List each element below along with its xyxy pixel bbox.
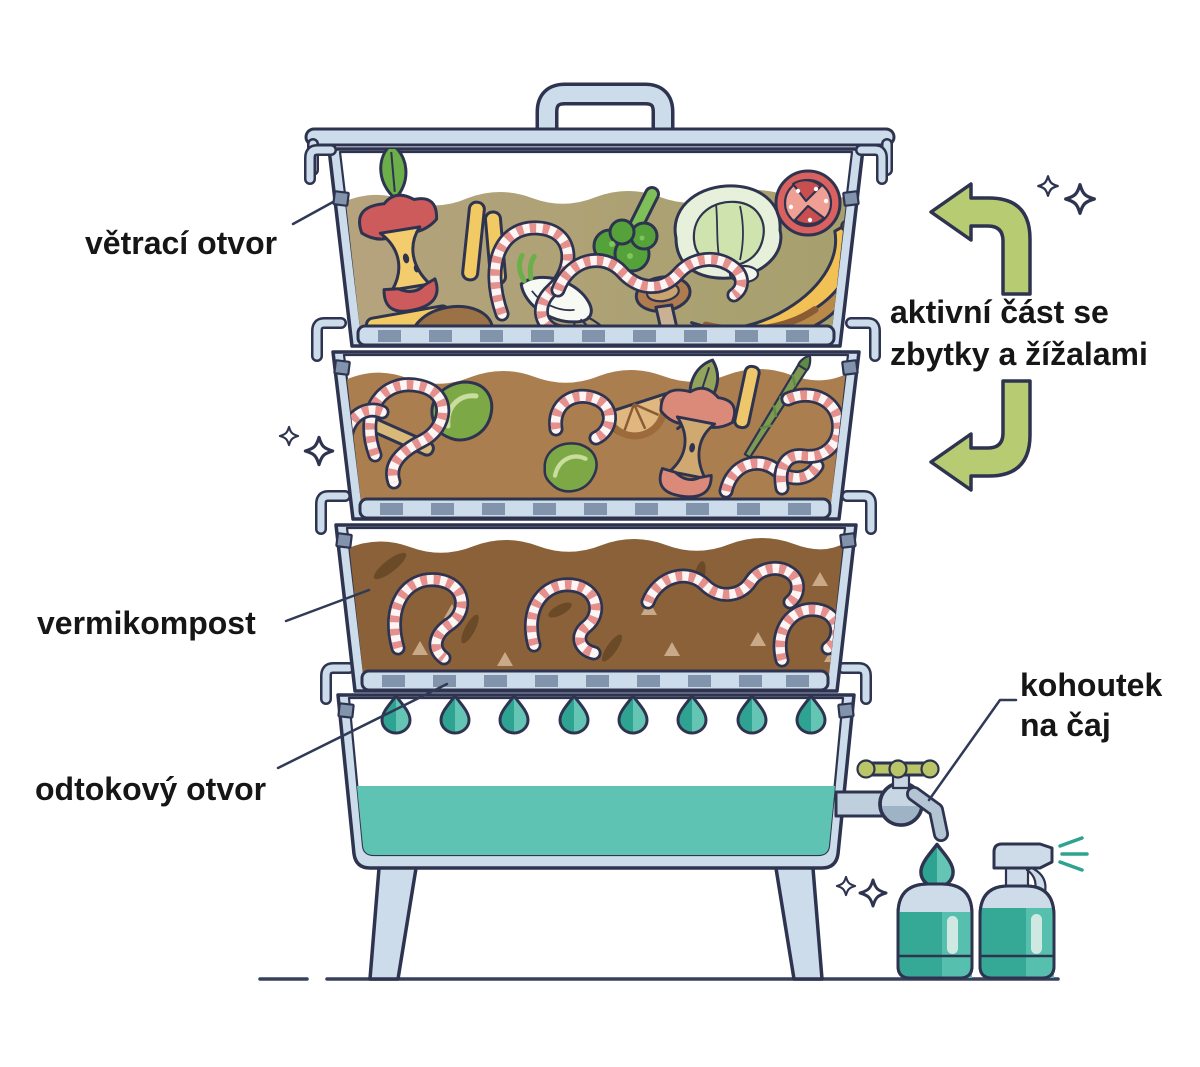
pointer-drain [276, 682, 449, 770]
drain-slots [378, 330, 809, 342]
worm-tea-liquid [357, 786, 835, 855]
label-vermicompost: vermikompost [37, 605, 256, 641]
vent-hole-icon [337, 702, 355, 719]
label-drain-hole: odtokový otvor [35, 771, 267, 807]
label-tap-line1: kohoutek [1020, 667, 1163, 703]
vent-hole-icon [837, 702, 855, 719]
pointer-tap [927, 698, 1018, 802]
sparkle-icon [1064, 183, 1096, 215]
tier-vermicompost [315, 490, 877, 693]
cycle-arrows [929, 182, 1032, 492]
fries-icon [733, 364, 761, 430]
liquid-tank [320, 662, 872, 870]
pointer-vent [291, 200, 335, 226]
pointer-vermicompost [284, 588, 371, 623]
vent-hole-icon [332, 190, 350, 207]
spray-lines-icon [1058, 836, 1089, 872]
lid-handle [535, 82, 675, 140]
sparkle-icon [303, 435, 335, 467]
cycle-arrow-icon [929, 182, 1032, 296]
label-tap-line2: na čaj [1020, 707, 1111, 743]
label-active-line2: zbytky a žížalami [890, 336, 1148, 372]
label-active-part: aktivní část se zbytky a žížalami [890, 291, 1148, 375]
label-tea-tap: kohoutek na čaj [1020, 665, 1162, 745]
pointer-lines [276, 200, 1018, 802]
vent-hole-icon [841, 359, 859, 376]
label-active-line1: aktivní část se [890, 294, 1109, 330]
tier-fresh-scraps [304, 82, 896, 348]
sparkle-icon [858, 878, 888, 908]
tea-jug-icon [896, 882, 974, 980]
tap-handle [856, 759, 940, 779]
vent-hole-icon [842, 190, 860, 207]
tea-tap [834, 759, 955, 889]
water-drop-icon [919, 842, 955, 889]
vent-hole-icon [839, 532, 857, 549]
vent-hole-icon [335, 532, 353, 549]
drain-slots [380, 503, 811, 515]
tier-active-compost [311, 317, 881, 521]
apple-core-icon [658, 386, 736, 499]
cycle-arrow-icon [929, 379, 1032, 492]
sparkle-icon [835, 875, 857, 897]
broccoli-icon [592, 186, 660, 273]
sparkle-icon [278, 425, 300, 447]
label-vent-hole: větrací otvor [85, 225, 278, 261]
spray-bottle-icon [978, 836, 1089, 980]
apple-core-icon [358, 193, 439, 313]
sparkle-icon [1037, 175, 1059, 197]
stand-legs [368, 854, 824, 981]
vent-hole-icon [333, 359, 351, 376]
tomato-slice-icon [774, 169, 842, 237]
lettuce-scrap-icon [543, 442, 598, 493]
drain-slots [382, 675, 809, 687]
